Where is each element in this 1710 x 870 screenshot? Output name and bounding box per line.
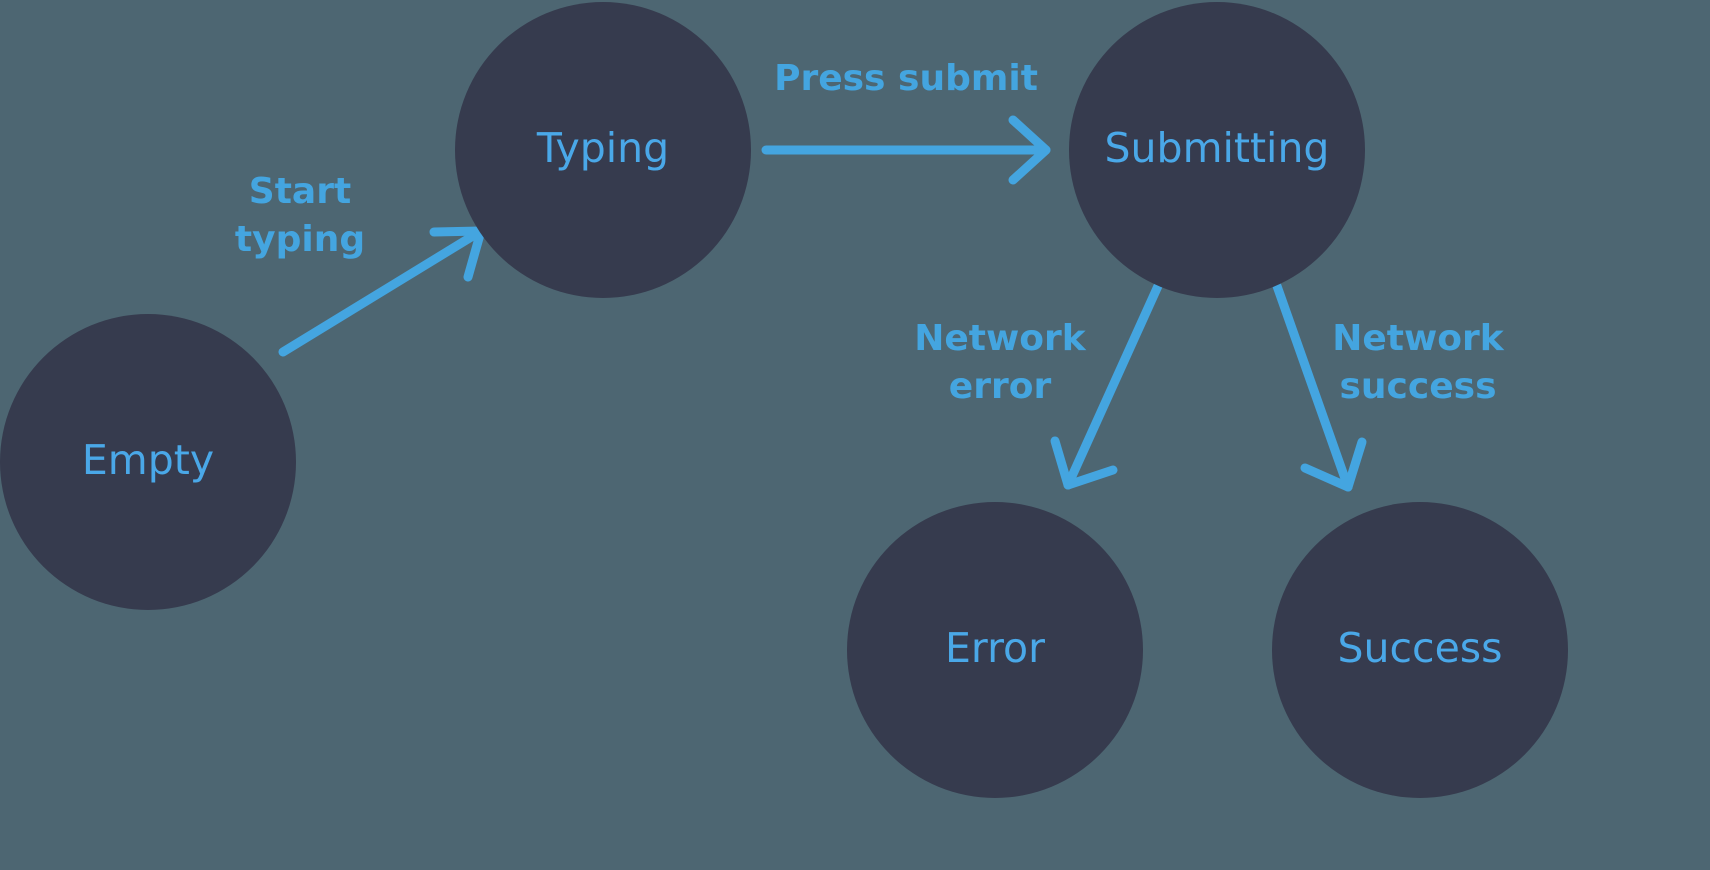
edge-label-start-typing-line1: Start bbox=[249, 171, 351, 212]
edge-submitting-to-error bbox=[1050, 281, 1163, 490]
edge-submitting-to-error-line bbox=[1063, 281, 1163, 490]
edge-label-network-success: Network success bbox=[1332, 318, 1504, 407]
state-node-success[interactable]: Success bbox=[1272, 502, 1568, 798]
edge-label-start-typing: Start typing bbox=[235, 171, 365, 260]
state-node-empty[interactable]: Empty bbox=[0, 314, 296, 610]
state-node-typing-circle[interactable] bbox=[455, 2, 751, 298]
edge-label-press-submit: Press submit bbox=[774, 58, 1038, 99]
edge-typing-to-submitting-arrowhead bbox=[1008, 115, 1051, 185]
edge-empty-to-typing-line bbox=[278, 226, 486, 357]
edge-label-press-submit-line1: Press submit bbox=[774, 58, 1038, 99]
state-node-success-circle[interactable] bbox=[1272, 502, 1568, 798]
edge-label-network-error: Network error bbox=[914, 318, 1086, 407]
edge-submitting-to-error-arrowhead bbox=[1050, 436, 1118, 490]
state-node-empty-label: Empty bbox=[82, 436, 214, 484]
state-node-submitting-circle[interactable] bbox=[1069, 2, 1365, 298]
state-node-error-label: Error bbox=[945, 624, 1045, 672]
state-node-typing-label: Typing bbox=[536, 124, 669, 172]
edge-label-network-success-line1: Network bbox=[1332, 318, 1504, 359]
state-node-typing[interactable]: Typing bbox=[455, 2, 751, 298]
edge-submitting-to-success-line bbox=[1272, 281, 1353, 492]
state-node-submitting[interactable]: Submitting bbox=[1069, 2, 1365, 298]
state-node-error[interactable]: Error bbox=[847, 502, 1143, 798]
edge-label-network-error-line2: error bbox=[949, 366, 1052, 407]
state-node-success-label: Success bbox=[1337, 624, 1502, 672]
state-node-error-circle[interactable] bbox=[847, 502, 1143, 798]
edge-label-start-typing-line2: typing bbox=[235, 219, 365, 260]
edge-label-network-error-line1: Network bbox=[914, 318, 1086, 359]
edge-submitting-to-success-arrowhead bbox=[1300, 437, 1367, 492]
edge-label-network-success-line2: success bbox=[1339, 366, 1496, 407]
edge-submitting-to-success bbox=[1272, 281, 1367, 492]
edge-typing-to-submitting bbox=[761, 115, 1051, 185]
state-node-submitting-label: Submitting bbox=[1105, 124, 1330, 172]
state-node-empty-circle[interactable] bbox=[0, 314, 296, 610]
